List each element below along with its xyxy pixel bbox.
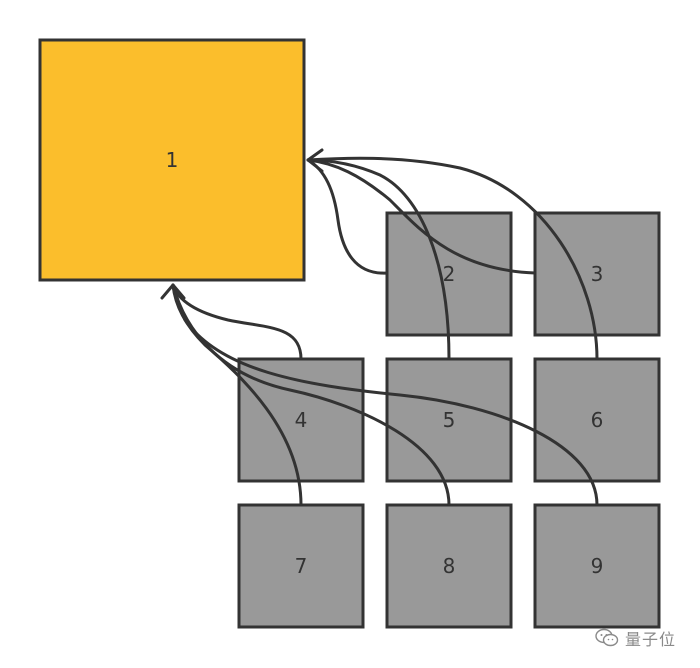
- edge-6-to-1: [306, 156, 599, 361]
- node-7-box: [237, 503, 365, 629]
- node-2: 2: [385, 211, 513, 337]
- node-6-box: [533, 357, 661, 483]
- node-1: 1: [38, 38, 306, 282]
- watermark: 量子位: [595, 626, 676, 650]
- node-8-box: [385, 503, 513, 629]
- edge-3-to-1: [306, 158, 537, 275]
- edge-2-to-1: [306, 158, 389, 275]
- node-5-label: 5: [443, 408, 456, 432]
- node-8-label: 8: [443, 554, 456, 578]
- watermark-text: 量子位: [624, 630, 676, 649]
- node-7: 7: [237, 503, 365, 629]
- edge-lines: [160, 148, 599, 507]
- arrowhead-right: [306, 148, 324, 173]
- node-3-label: 3: [591, 262, 604, 286]
- node-9: 9: [533, 503, 661, 629]
- edge-5-to-1: [306, 158, 451, 361]
- node-1-box: [38, 38, 306, 282]
- node-4-label: 4: [295, 408, 308, 432]
- node-9-label: 9: [591, 554, 604, 578]
- node-8: 8: [385, 503, 513, 629]
- node-4: 4: [237, 357, 365, 483]
- node-2-box: [385, 211, 513, 337]
- node-5: 5: [385, 357, 513, 483]
- node-6: 6: [533, 357, 661, 483]
- node-9-box: [533, 503, 661, 629]
- wechat-icon: [595, 628, 619, 647]
- node-1-label: 1: [166, 148, 179, 172]
- edge-4-to-1: [171, 283, 303, 361]
- nodes-layer: 1 2 3 4 5 6 7 8 9: [38, 38, 661, 629]
- arrowhead-bottom: [160, 283, 186, 300]
- edge-9-to-1: [171, 283, 599, 507]
- node-6-label: 6: [591, 408, 604, 432]
- node-7-label: 7: [295, 554, 308, 578]
- node-2-label: 2: [443, 262, 456, 286]
